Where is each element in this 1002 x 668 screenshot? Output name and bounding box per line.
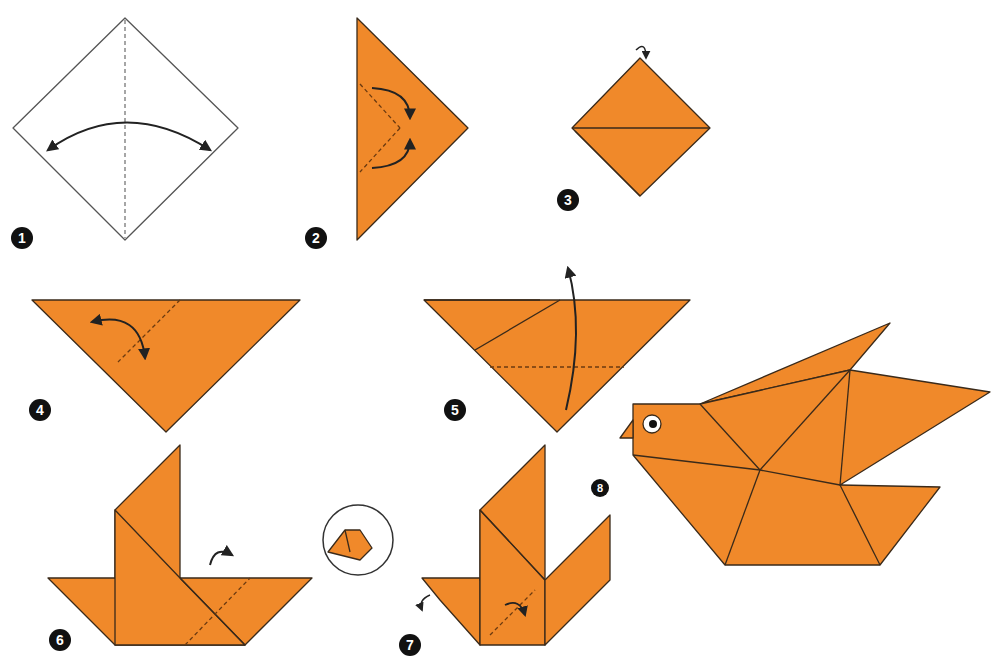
callout-number: 1 [11,231,33,245]
callout-number: 6 [49,633,71,647]
callout-number: 5 [444,403,466,417]
callout-discs [11,189,609,656]
callout-number: 8 [589,481,611,495]
callout-number: 4 [29,403,51,417]
callout-number: 7 [399,638,421,652]
callout-number: 2 [305,231,327,245]
callout-number: 3 [557,193,579,207]
